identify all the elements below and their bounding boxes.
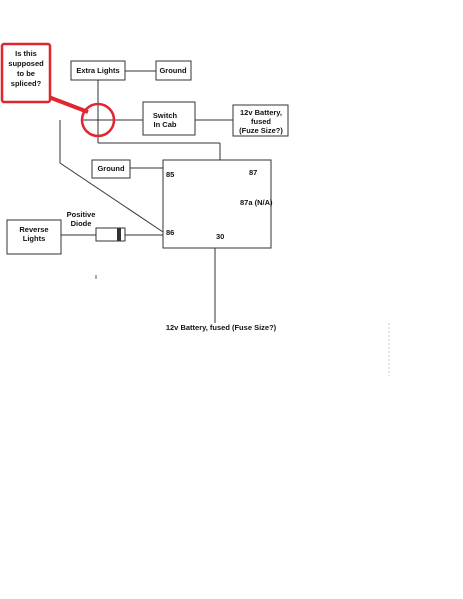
switch-label-line-1: Switch — [153, 111, 178, 120]
diode-label-line-1: Positive — [67, 210, 96, 219]
wires — [45, 70, 233, 323]
callout-line-4: spliced? — [11, 79, 42, 88]
relay-pin-87a: 87a (N/A) — [240, 198, 273, 207]
callout-line-2: supposed — [8, 59, 44, 68]
reverse-lights-line-2: Lights — [23, 234, 46, 243]
battery-bottom-label: 12v Battery, fused (Fuse Size?) — [166, 323, 277, 332]
callout-box — [0, 42, 52, 104]
relay-box — [162, 159, 272, 249]
battery-top-box — [232, 104, 289, 137]
splice-ring — [80, 102, 116, 138]
wire-diagonal-to-86 — [59, 162, 164, 233]
battery-top-line-3: (Fuze Size?) — [239, 126, 283, 135]
relay-pin-85: 85 — [166, 170, 174, 179]
relay-pin-86: 86 — [166, 228, 174, 237]
extra-lights-label: Extra Lights — [76, 66, 119, 75]
callout-line-1: Is this — [15, 49, 37, 58]
battery-top-line-2: fused — [251, 117, 271, 126]
ground-relay-box — [91, 159, 131, 179]
ground-relay-label: Ground — [97, 164, 124, 173]
extra-lights-box — [70, 60, 126, 81]
switch-label-line-2: In Cab — [154, 120, 177, 129]
diode-label-line-2: Diode — [71, 219, 92, 228]
diode-band — [117, 228, 121, 241]
ground-top-label: Ground — [159, 66, 186, 75]
relay-pin-87: 87 — [249, 168, 257, 177]
callout-line-3: to be — [17, 69, 35, 78]
battery-top-line-1: 12v Battery, — [240, 108, 282, 117]
relay-pin-30: 30 — [216, 232, 224, 241]
reverse-lights-box — [6, 219, 62, 255]
reverse-lights-line-1: Reverse — [19, 225, 48, 234]
wire-callout-pointer — [45, 94, 89, 114]
ground-top-box — [155, 60, 192, 81]
switch-box — [142, 101, 196, 136]
